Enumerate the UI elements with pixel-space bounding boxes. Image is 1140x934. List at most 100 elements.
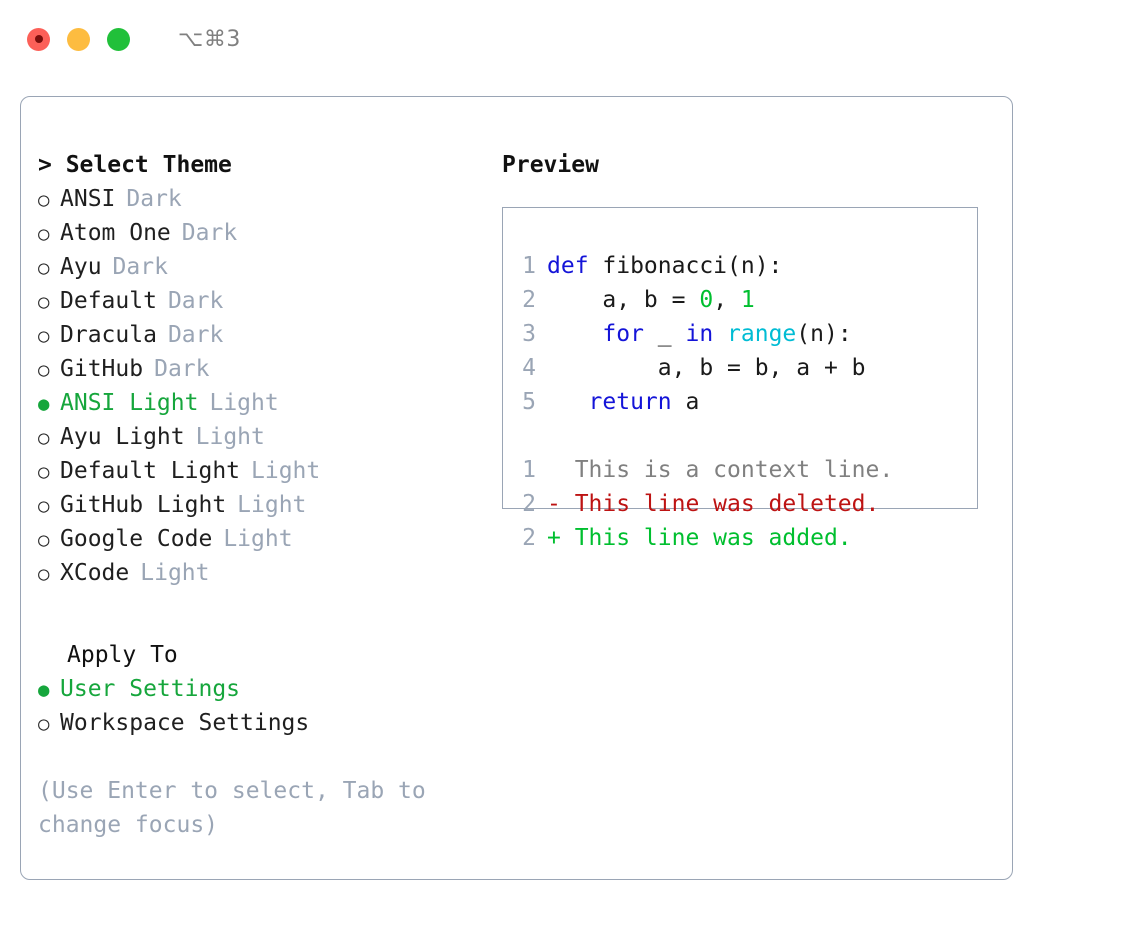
- code-line-text: a, b = 0, 1: [547, 283, 755, 317]
- code-token: in: [685, 321, 714, 347]
- diff-line-text: + This line was added.: [547, 525, 852, 551]
- code-token: def: [547, 253, 589, 279]
- theme-option-atom-one[interactable]: ○ Atom One Dark: [38, 216, 488, 250]
- radio-unselected-icon: ○: [38, 189, 50, 211]
- theme-option-label: Ayu Light: [60, 424, 185, 450]
- preview-heading: Preview: [502, 152, 599, 178]
- code-token: a, b =: [547, 287, 700, 313]
- radio-unselected-icon: ○: [38, 291, 50, 313]
- code-line-text: for _ in range(n):: [547, 317, 852, 351]
- diff-line-text: - This line was deleted.: [547, 491, 880, 517]
- line-number: 1: [522, 253, 536, 279]
- radio-unselected-icon: ○: [38, 427, 50, 449]
- title-bar: ⌥⌘3: [0, 0, 1140, 78]
- radio-unselected-icon: ○: [38, 223, 50, 245]
- line-number: 2: [522, 525, 536, 551]
- theme-option-github[interactable]: ○ GitHub Dark: [38, 352, 488, 386]
- theme-option-ansi-light[interactable]: ● ANSI Light Light: [38, 386, 488, 420]
- theme-option-label: GitHub: [60, 356, 144, 382]
- line-number: 2: [522, 287, 536, 313]
- theme-option-github-light[interactable]: ○ GitHub Light Light: [38, 488, 488, 522]
- code-token: a: [671, 389, 700, 415]
- code-token: for: [602, 321, 644, 347]
- code-token: ,: [713, 287, 741, 313]
- apply-to-option-user-settings[interactable]: ●User Settings: [38, 672, 488, 706]
- diff-line-text: This is a context line.: [547, 457, 894, 483]
- radio-unselected-icon: ○: [38, 529, 50, 551]
- theme-option-ansi[interactable]: ○ ANSI Dark: [38, 182, 488, 216]
- diff-line: 1 This is a context line.: [503, 453, 977, 487]
- theme-variant-badge: Dark: [181, 220, 238, 246]
- theme-variant-badge: Light: [209, 390, 279, 416]
- theme-option-label: ANSI Light: [60, 390, 199, 416]
- line-number: 5: [522, 389, 536, 415]
- radio-unselected-icon: ○: [38, 359, 50, 381]
- theme-option-label: Atom One: [60, 220, 171, 246]
- theme-option-label: GitHub Light: [60, 492, 227, 518]
- theme-variant-badge: Dark: [167, 322, 224, 348]
- theme-option-xcode[interactable]: ○ XCode Light: [38, 556, 488, 590]
- apply-to-option-label: User Settings: [60, 676, 241, 702]
- radio-unselected-icon: ○: [38, 325, 50, 347]
- theme-option-ayu[interactable]: ○ Ayu Dark: [38, 250, 488, 284]
- diff-line: 2 - This line was deleted.: [503, 487, 977, 521]
- code-token: [547, 321, 602, 347]
- keyboard-shortcut-label: ⌥⌘3: [178, 26, 241, 52]
- code-token: return: [588, 389, 672, 415]
- line-number: 3: [522, 321, 536, 347]
- radio-unselected-icon: ○: [38, 461, 50, 483]
- theme-option-label: ANSI: [60, 186, 116, 212]
- code-token: range: [727, 321, 797, 347]
- radio-unselected-icon: ○: [38, 563, 50, 585]
- radio-unselected-icon: ○: [38, 495, 50, 517]
- theme-option-label: Ayu: [60, 254, 102, 280]
- code-token: [547, 389, 589, 415]
- theme-option-ayu-light[interactable]: ○ Ayu Light Light: [38, 420, 488, 454]
- code-line-text: return a: [547, 385, 700, 419]
- theme-option-label: XCode: [60, 560, 130, 586]
- maximize-button[interactable]: [107, 27, 130, 51]
- code-token: (n):: [796, 321, 852, 347]
- theme-variant-badge: Light: [195, 424, 265, 450]
- code-line: 3 for _ in range(n):: [503, 317, 977, 351]
- code-line: 5 return a: [503, 385, 977, 419]
- close-button[interactable]: [27, 27, 50, 51]
- apply-to-option-label: Workspace Settings: [60, 710, 310, 736]
- line-number: 2: [522, 491, 536, 517]
- code-line: 2 a, b = 0, 1: [503, 283, 977, 317]
- line-number: 1: [522, 457, 536, 483]
- minimize-button[interactable]: [67, 27, 90, 51]
- code-token: 1: [740, 287, 755, 313]
- radio-unselected-icon: ○: [38, 713, 50, 735]
- theme-option-label: Default Light: [60, 458, 241, 484]
- code-spacer: [503, 419, 977, 453]
- theme-variant-badge: Light: [237, 492, 307, 518]
- code-token: _: [643, 321, 686, 347]
- theme-option-label: Default: [60, 288, 157, 314]
- theme-variant-badge: Dark: [154, 356, 210, 382]
- spacer: [38, 590, 488, 638]
- code-token: a, b = b, a + b: [547, 355, 866, 381]
- theme-variant-badge: Light: [140, 560, 210, 586]
- radio-unselected-icon: ○: [38, 257, 50, 279]
- code-line: 4 a, b = b, a + b: [503, 351, 977, 385]
- theme-variant-badge: Light: [223, 526, 293, 552]
- apply-to-heading: Apply To: [67, 642, 178, 668]
- close-icon: [34, 35, 43, 43]
- apply-to-option-workspace-settings[interactable]: ○ Workspace Settings: [38, 706, 488, 740]
- code-token: fibonacci(n):: [588, 253, 783, 279]
- theme-variant-badge: Dark: [112, 254, 168, 280]
- theme-variant-badge: Dark: [126, 186, 182, 212]
- code-line-text: def fibonacci(n):: [547, 249, 782, 283]
- radio-selected-icon: ●: [38, 393, 50, 415]
- window-controls: [27, 27, 130, 51]
- code-line: 1 def fibonacci(n):: [503, 249, 977, 283]
